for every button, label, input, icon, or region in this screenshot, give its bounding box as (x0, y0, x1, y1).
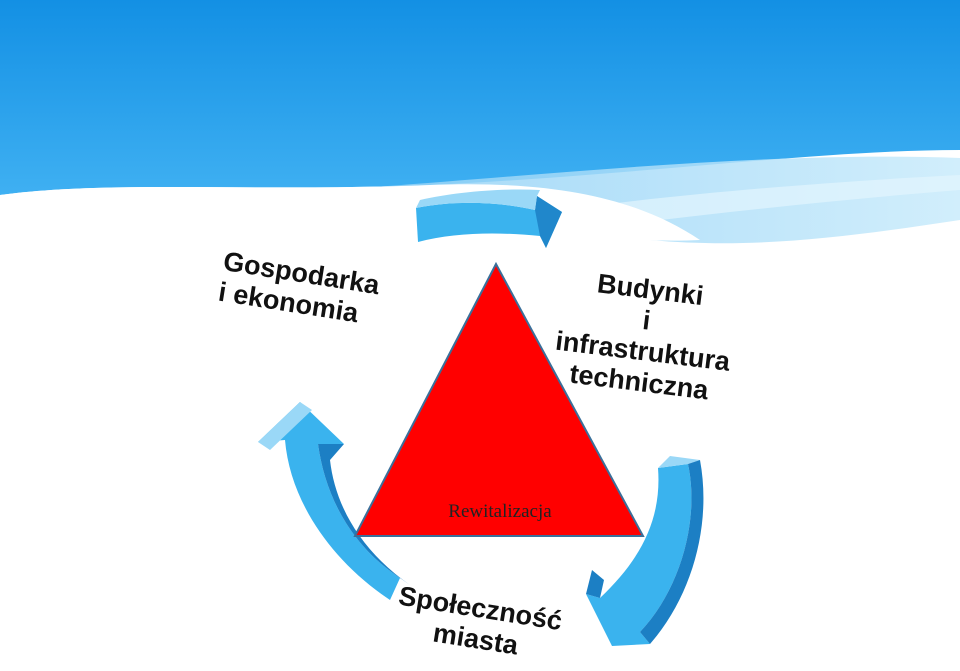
cycle-arrow-right (586, 456, 704, 646)
revitalization-triangle (353, 261, 645, 537)
header-wave (0, 0, 960, 195)
cycle-arrow-top (416, 189, 562, 248)
node-label-buildings: Budynki i infrastruktura techniczna (533, 262, 757, 411)
cycle-arrow-left (258, 402, 410, 600)
header-wave-streak (600, 175, 960, 225)
center-label: Rewitalizacja (448, 501, 552, 522)
